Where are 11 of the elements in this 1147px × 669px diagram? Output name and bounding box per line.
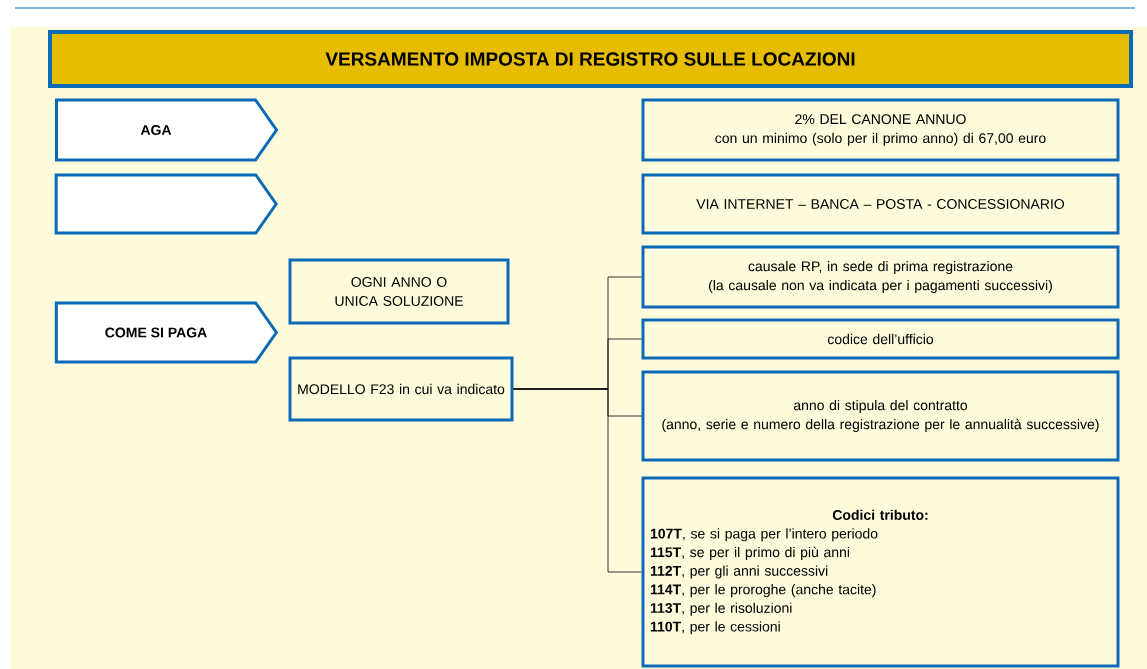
text-box: causale RP, in sede di prima registrazione (la causale non va indicata per i pagamenti successivi) [641, 245, 1120, 309]
title-band: VERSAMENTO IMPOSTA DI REGISTRO SULLE LOCAZIONI [48, 30, 1133, 88]
text-box: OGNI ANNO O UNICA SOLUZIONE [288, 258, 510, 325]
text-box: anno di stipula del contratto (anno, serie e numero della registrazione per le annualità successive) [641, 370, 1120, 462]
text-box: 2% DEL CANONE ANNUO con un minimo (solo per il primo anno) di 67,00 euro [641, 98, 1120, 162]
codes-box: Codici tributo: 107T, se si paga per l’intero periodo 115T, se per il primo di più anni 112T, per gli anni successivi 114T, per le proroghe (anche tacite) 113T, per le risoluzioni 110T, per le cessioni [641, 476, 1120, 668]
text-box: VIA INTERNET – BANCA – POSTA - CONCESSIONARIO [641, 173, 1120, 235]
text-box: codice dell’ufficio [641, 318, 1120, 360]
empty-arrow-shape [54, 173, 278, 235]
text-box: MODELLO F23 in cui va indicato [288, 356, 514, 422]
connector-line [513, 388, 642, 573]
